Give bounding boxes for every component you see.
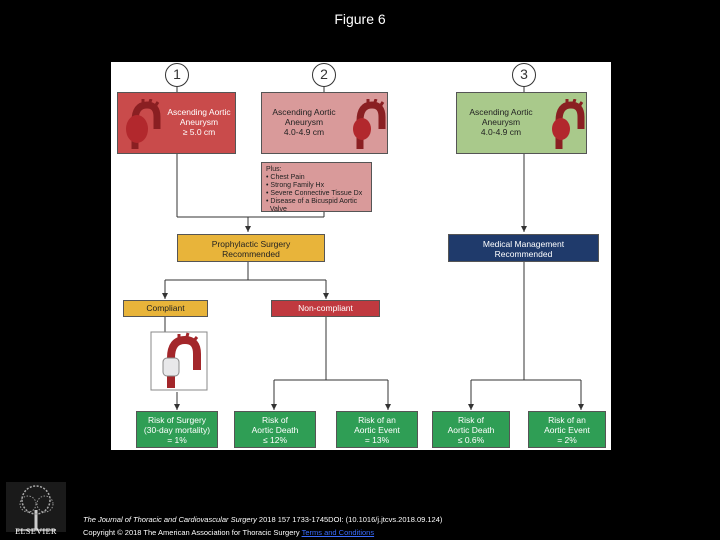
- elsevier-logo-icon: [6, 482, 66, 532]
- plus-conditions-box: Plus: • Chest Pain • Strong Family Hx • …: [261, 162, 372, 213]
- outcome-line3: = 13%: [364, 435, 390, 445]
- outcome-line1: Risk of an: [548, 415, 586, 425]
- outcome-line3: = 2%: [557, 435, 577, 445]
- plus-heading: Plus:: [266, 166, 282, 173]
- pathway-3-line3: 4.0-4.9 cm: [480, 127, 522, 137]
- outcome-aortic-death-1: Risk of Aortic Death ≤ 12%: [234, 411, 316, 448]
- citation-details: 2018 157 1733-1745DOI: (10.1016/j.jtcvs.…: [256, 515, 443, 524]
- outcome-line3: ≤ 12%: [262, 435, 288, 445]
- surgery-line1: Prophylactic Surgery: [211, 239, 291, 249]
- aorta-icon: [353, 99, 386, 149]
- pathway-3-line2: Aneurysm: [481, 117, 521, 127]
- medical-management-box: Medical Management Recommended: [448, 234, 599, 262]
- journal-name: The Journal of Thoracic and Cardiovascul…: [83, 515, 257, 524]
- pathway-number-2: 2: [312, 63, 336, 87]
- plus-item: • Severe Connective Tissue Dx: [266, 190, 363, 197]
- pathway-2-line1: Ascending Aortic: [272, 107, 336, 117]
- pathway-1-line1: Ascending Aortic: [167, 107, 231, 117]
- plus-item: Valve: [266, 206, 287, 213]
- plus-item: • Strong Family Hx: [266, 182, 325, 189]
- flowchart-figure: 1 2 3 Ascending Aortic Aneurysm ≥ 5.0 cm…: [111, 62, 611, 450]
- outcome-line2: Aortic Death: [447, 425, 495, 435]
- pathway-2-aneurysm-box: Ascending Aortic Aneurysm 4.0-4.9 cm: [261, 92, 388, 154]
- outcome-risk-surgery: Risk of Surgery (30-day mortality) = 1%: [136, 411, 218, 448]
- copyright-line: Copyright © 2018 The American Associatio…: [83, 528, 374, 537]
- pathway-1-aneurysm-box: Ascending Aortic Aneurysm ≥ 5.0 cm: [117, 92, 236, 154]
- copyright-text: Copyright © 2018 The American Associatio…: [83, 528, 300, 537]
- plus-item: • Disease of a Bicuspid Aortic: [266, 198, 358, 205]
- flowchart-connectors: [162, 87, 584, 410]
- outcome-aortic-event-3: Risk of an Aortic Event = 2%: [528, 411, 606, 448]
- plus-item: • Chest Pain: [266, 174, 305, 181]
- pathway-3-text: Ascending Aortic Aneurysm 4.0-4.9 cm: [463, 107, 539, 137]
- outcome-line1: Risk of: [262, 415, 288, 425]
- outcome-line1: Risk of: [458, 415, 484, 425]
- slide-title: Figure 6: [334, 11, 386, 27]
- medical-line2: Recommended: [494, 249, 553, 259]
- pathway-1-line3: ≥ 5.0 cm: [182, 127, 216, 137]
- aorta-icon: [552, 99, 585, 149]
- pathway-3-aneurysm-box: Ascending Aortic Aneurysm 4.0-4.9 cm: [456, 92, 587, 154]
- pathway-2-text: Ascending Aortic Aneurysm 4.0-4.9 cm: [268, 107, 340, 137]
- outcome-line3: ≤ 0.6%: [457, 435, 485, 445]
- outcome-line2: Aortic Event: [544, 425, 590, 435]
- outcome-line2: Aortic Death: [251, 425, 299, 435]
- elsevier-logo-text: ELSEVIER: [15, 527, 57, 536]
- outcome-line1: Risk of Surgery: [147, 415, 207, 425]
- pathway-number-3: 3: [512, 63, 536, 87]
- outcome-line2: (30-day mortality): [143, 425, 211, 435]
- citation-line: The Journal of Thoracic and Cardiovascul…: [83, 515, 442, 524]
- outcome-line3: = 1%: [167, 435, 187, 445]
- pathway-2-line3: 4.0-4.9 cm: [283, 127, 325, 137]
- outcome-aortic-death-3: Risk of Aortic Death ≤ 0.6%: [432, 411, 510, 448]
- medical-line1: Medical Management: [482, 239, 565, 249]
- surgery-line2: Recommended: [222, 249, 280, 259]
- repaired-aorta-icon: [150, 331, 208, 391]
- outcome-line1: Risk of an: [358, 415, 396, 425]
- aorta-icon: [126, 99, 161, 149]
- pathway-1-text: Ascending Aortic Aneurysm ≥ 5.0 cm: [164, 107, 234, 137]
- pathway-2-line2: Aneurysm: [284, 117, 324, 127]
- pathway-1-line2: Aneurysm: [179, 117, 219, 127]
- compliant-box: Compliant: [123, 300, 208, 317]
- noncompliant-box: Non-compliant: [271, 300, 380, 317]
- terms-link[interactable]: Terms and Conditions: [301, 528, 375, 537]
- outcome-line2: Aortic Event: [354, 425, 400, 435]
- outcome-aortic-event-1: Risk of an Aortic Event = 13%: [336, 411, 418, 448]
- pathway-number-1: 1: [165, 63, 189, 87]
- prophylactic-surgery-box: Prophylactic Surgery Recommended: [177, 234, 325, 262]
- pathway-3-line1: Ascending Aortic: [469, 107, 533, 117]
